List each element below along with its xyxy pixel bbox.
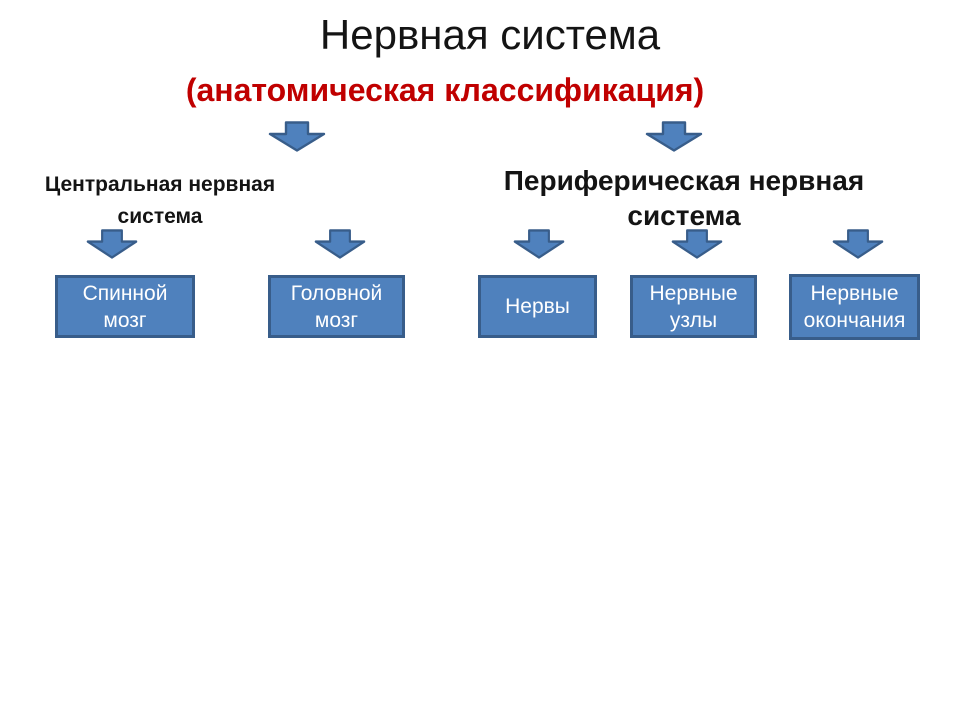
node-label: Головной мозг: [290, 281, 383, 332]
branch-label-line: система: [627, 200, 741, 231]
branch-label-line: Центральная нервная: [44, 173, 276, 196]
node-label: Нервы: [505, 295, 570, 318]
page-title: Нервная система: [319, 11, 661, 58]
node-box-spinal-cord: Спинной мозг: [55, 275, 195, 338]
down-arrow-icon: [513, 229, 565, 259]
down-arrow-icon: [671, 229, 723, 259]
down-arrow-icon: [268, 121, 326, 152]
branch-label-line: система: [117, 205, 203, 228]
node-box-brain: Головной мозг: [268, 275, 405, 338]
down-arrow-icon: [832, 229, 884, 259]
down-arrow-icon: [86, 229, 138, 259]
branch-label-peripheral-nervous-system: Периферическая нервная система: [484, 163, 884, 233]
node-label: Нервные узлы: [649, 281, 738, 332]
down-arrow-icon: [645, 121, 703, 152]
page-subtitle: (анатомическая классификация): [185, 72, 705, 108]
branch-label-line: Периферическая нервная: [503, 165, 865, 196]
node-label: Нервные окончания: [803, 282, 906, 332]
node-box-nerve-ganglia: Нервные узлы: [630, 275, 757, 338]
node-box-nerve-endings: Нервные окончания: [789, 274, 920, 340]
down-arrow-icon: [314, 229, 366, 259]
node-label: Спинной мозг: [82, 281, 168, 332]
branch-label-central-nervous-system: Центральная нервная система: [25, 169, 295, 233]
node-box-nerves: Нервы: [478, 275, 597, 338]
